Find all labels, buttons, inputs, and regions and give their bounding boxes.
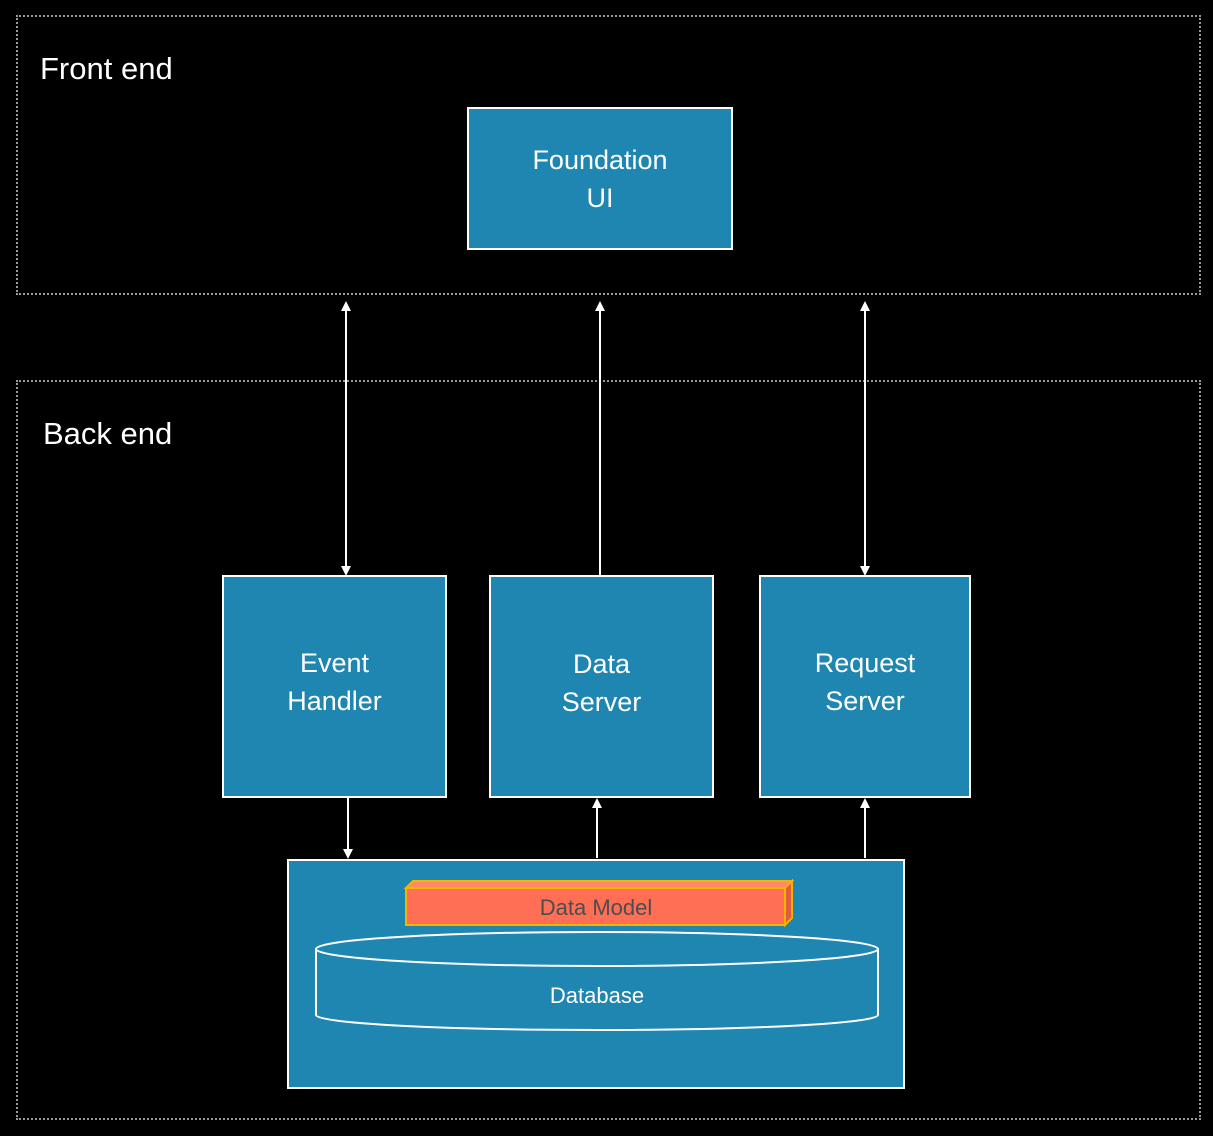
front-end-region bbox=[16, 15, 1201, 295]
database-cylinder-body bbox=[315, 949, 879, 1031]
database-cylinder-top bbox=[315, 931, 879, 967]
data-server-label: Data Server bbox=[561, 648, 642, 717]
back-end-region bbox=[16, 380, 1201, 1120]
request-server-label: Request Server bbox=[814, 647, 916, 716]
foundation-ui-box: Foundation UI bbox=[467, 107, 733, 250]
data-model-front-face bbox=[405, 887, 786, 926]
data-model-label: Data Model bbox=[539, 895, 653, 920]
foundation-ui-label: Foundation UI bbox=[532, 144, 668, 213]
request-server-box: Request Server bbox=[759, 575, 971, 798]
data-server-box: Data Server bbox=[489, 575, 714, 798]
event-handler-label: Event Handler bbox=[287, 647, 382, 716]
database-label: Database bbox=[549, 983, 645, 1008]
data-model-top-face bbox=[403, 880, 795, 889]
data-model-bar bbox=[403, 878, 795, 928]
database-cylinder bbox=[315, 931, 879, 1031]
back-end-label: Back end bbox=[43, 416, 173, 451]
event-handler-box: Event Handler bbox=[222, 575, 447, 798]
data-model-side-face bbox=[784, 878, 793, 928]
front-end-label: Front end bbox=[40, 51, 173, 86]
